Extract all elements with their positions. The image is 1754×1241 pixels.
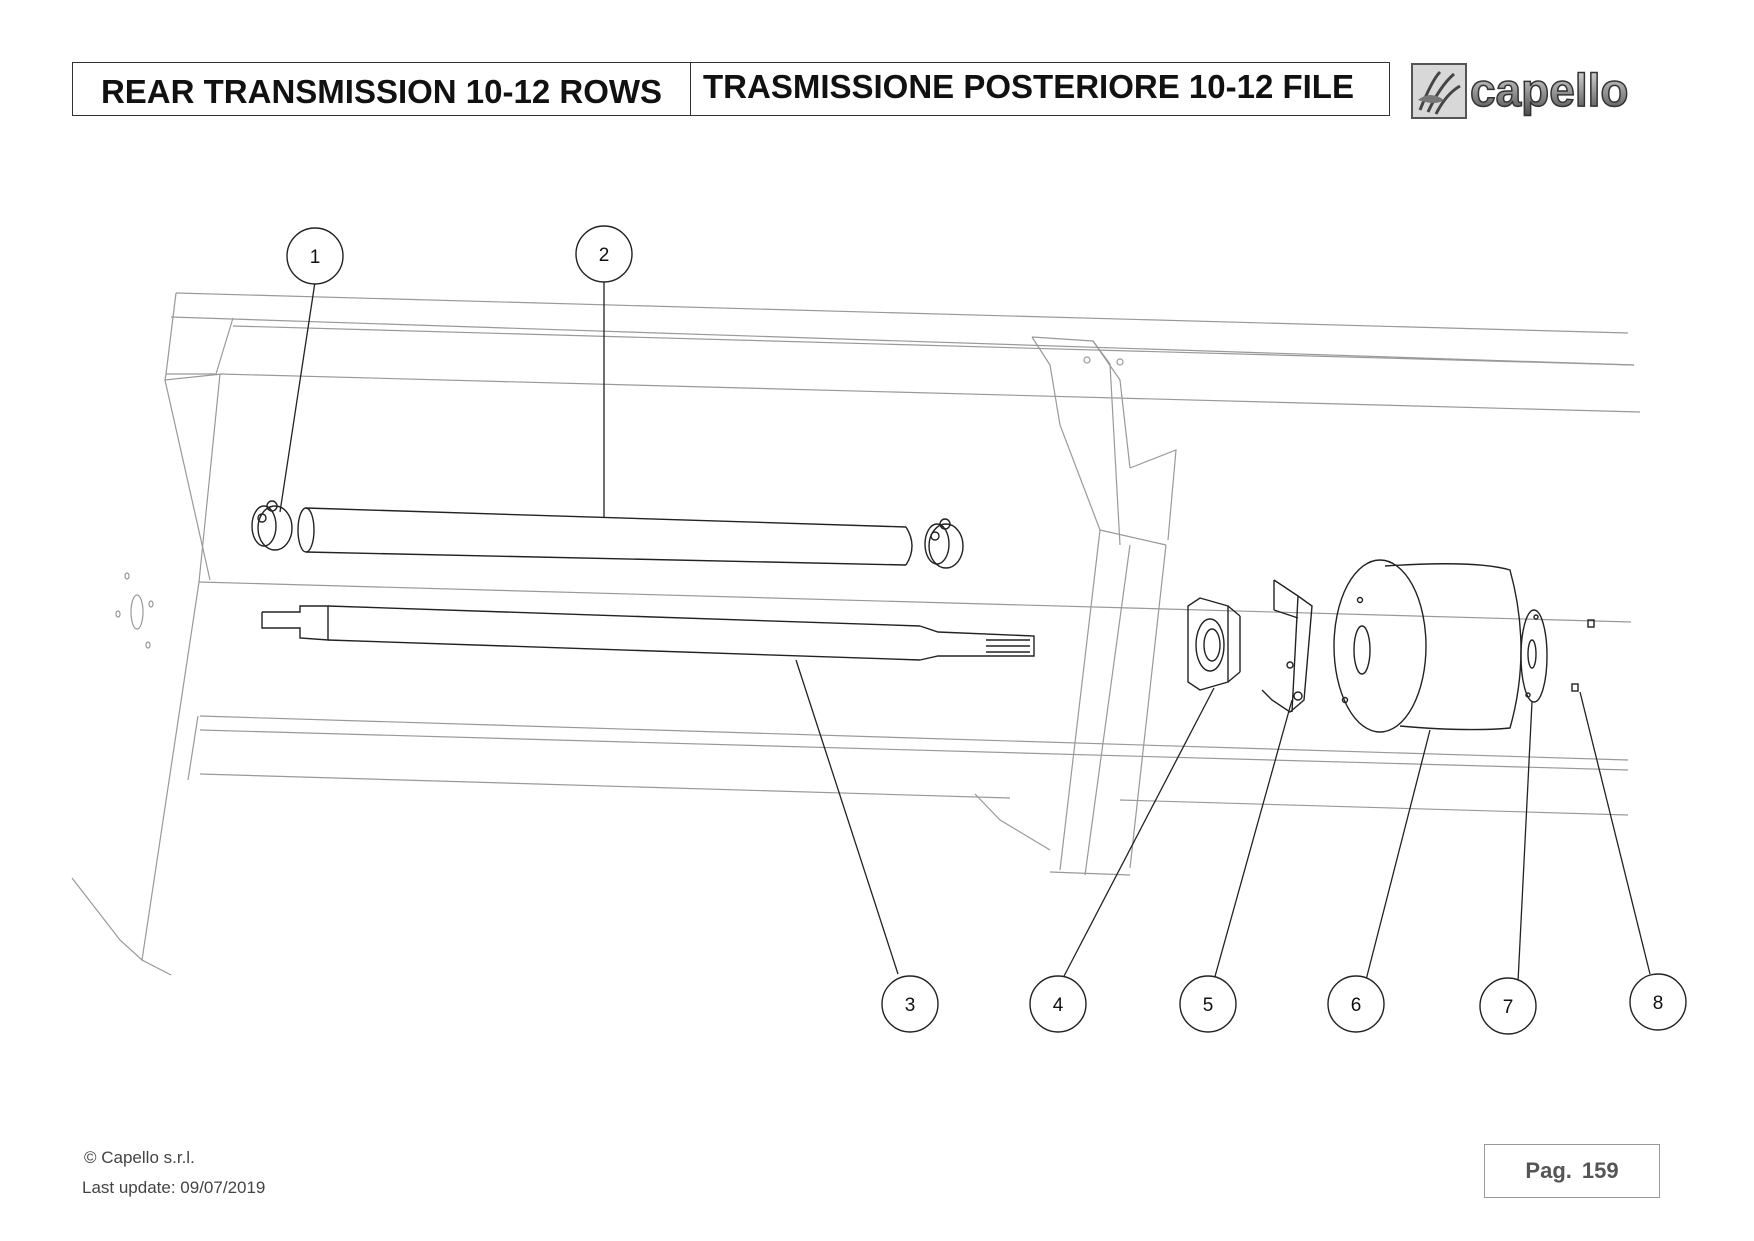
drum-pulley xyxy=(1333,559,1522,733)
logo-wordmark: capello xyxy=(1470,64,1629,116)
hose-clamp-right xyxy=(924,518,964,569)
callout-1-label: 1 xyxy=(310,247,321,268)
page-number-box: Pag. 159 xyxy=(1484,1144,1660,1198)
callout-5-label: 5 xyxy=(1203,995,1214,1016)
guard-tube xyxy=(297,507,913,566)
flange-bearing xyxy=(1187,597,1241,691)
title-italian: TRASMISSIONE POSTERIORE 10-12 FILE xyxy=(703,68,1354,105)
last-update-text: Last update: 09/07/2019 xyxy=(82,1178,266,1197)
page-label: Pag. xyxy=(1525,1158,1572,1183)
callout-7: 7 xyxy=(1479,977,1537,1035)
callout-2: 2 xyxy=(575,225,633,283)
callout-3-label: 3 xyxy=(905,995,916,1016)
callout-8: 8 xyxy=(1629,973,1687,1031)
title-english: REAR TRANSMISSION 10-12 ROWS xyxy=(73,63,691,115)
callout-1: 1 xyxy=(286,227,344,285)
page-number: 159 xyxy=(1581,1158,1619,1183)
callout-4-label: 4 xyxy=(1053,995,1064,1016)
callout-bubbles: 1 2 3 4 5 6 7 8 xyxy=(286,225,1687,1035)
callout-5: 5 xyxy=(1179,975,1237,1033)
hose-clamp-left xyxy=(251,500,293,551)
callout-4: 4 xyxy=(1029,975,1087,1033)
copyright-text: © Capello s.r.l. xyxy=(84,1148,195,1167)
parts xyxy=(251,500,1595,733)
washer xyxy=(1520,609,1548,703)
callout-6-label: 6 xyxy=(1351,995,1362,1016)
mounting-bracket xyxy=(1261,579,1313,713)
title-block: REAR TRANSMISSION 10-12 ROWS TRASMISSION… xyxy=(72,62,1390,116)
leader-lines xyxy=(279,280,1651,983)
callout-8-label: 8 xyxy=(1653,993,1664,1014)
callout-7-label: 7 xyxy=(1503,997,1514,1018)
drive-shaft xyxy=(261,605,1035,661)
frame-outline xyxy=(71,292,1641,976)
callout-2-label: 2 xyxy=(599,245,610,266)
callout-3: 3 xyxy=(881,975,939,1033)
callout-6: 6 xyxy=(1327,975,1385,1033)
nut xyxy=(1571,619,1595,692)
capello-logo: capello xyxy=(1411,63,1629,119)
